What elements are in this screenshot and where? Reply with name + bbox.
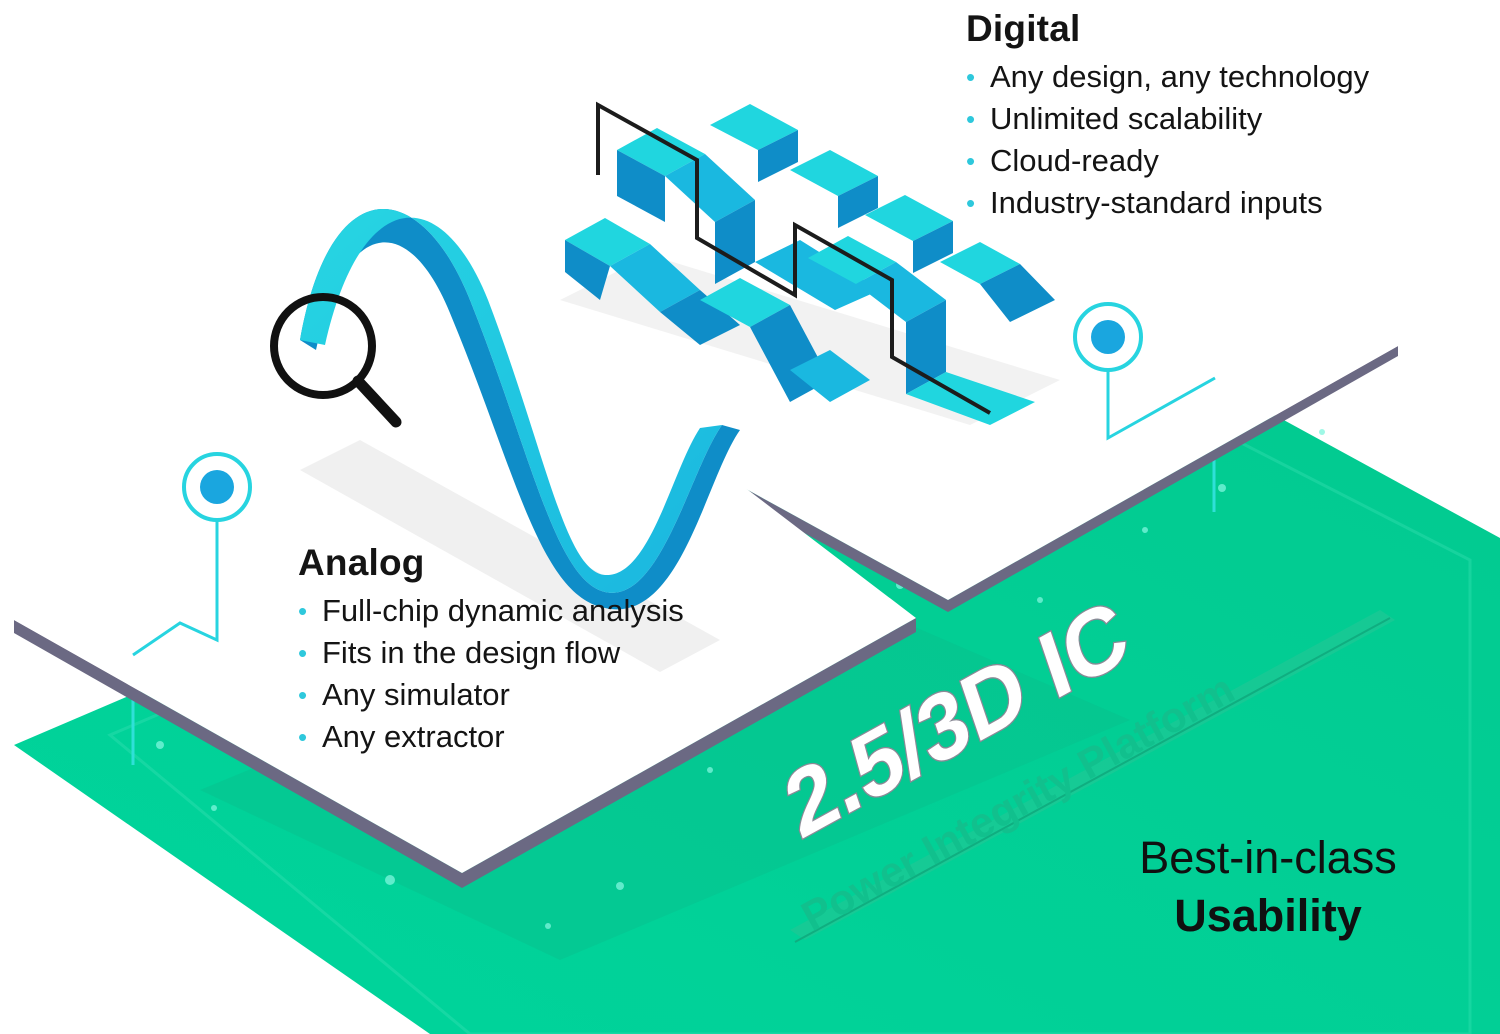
usability-line1: Best-in-class <box>1139 832 1397 883</box>
bullet-icon: • <box>966 104 976 134</box>
list-item: •Industry-standard inputs <box>966 182 1369 224</box>
list-item: •Any design, any technology <box>966 56 1369 98</box>
analog-section: Analog •Full-chip dynamic analysis •Fits… <box>298 542 684 758</box>
usability-line2: Usability <box>1174 890 1362 941</box>
bullet-icon: • <box>298 638 308 668</box>
bullet-icon: • <box>966 146 976 176</box>
list-item: •Any extractor <box>298 716 684 758</box>
usability-callout: Best-in-class Usability <box>1108 830 1428 946</box>
magnifier-icon <box>270 293 402 428</box>
analog-pin-icon <box>132 452 252 657</box>
digital-title: Digital <box>966 8 1081 49</box>
bullet-icon: • <box>966 188 976 218</box>
wave-shadow <box>300 440 720 672</box>
analog-title: Analog <box>298 542 425 583</box>
bullet-icon: • <box>298 596 308 626</box>
digital-feature-list: •Any design, any technology •Unlimited s… <box>966 56 1369 224</box>
digital-section: Digital •Any design, any technology •Unl… <box>966 8 1369 224</box>
bullet-icon: • <box>298 680 308 710</box>
bullet-icon: • <box>298 722 308 752</box>
list-item: •Full-chip dynamic analysis <box>298 590 684 632</box>
list-item: •Any simulator <box>298 674 684 716</box>
bullet-icon: • <box>966 62 976 92</box>
digital-pin-icon <box>1073 302 1216 441</box>
digital-pulses <box>565 104 1055 425</box>
list-item: •Unlimited scalability <box>966 98 1369 140</box>
square-wave-line <box>596 101 991 415</box>
list-item: •Fits in the design flow <box>298 632 684 674</box>
analog-wave <box>300 208 740 610</box>
analog-feature-list: •Full-chip dynamic analysis •Fits in the… <box>298 590 684 758</box>
list-item: •Cloud-ready <box>966 140 1369 182</box>
